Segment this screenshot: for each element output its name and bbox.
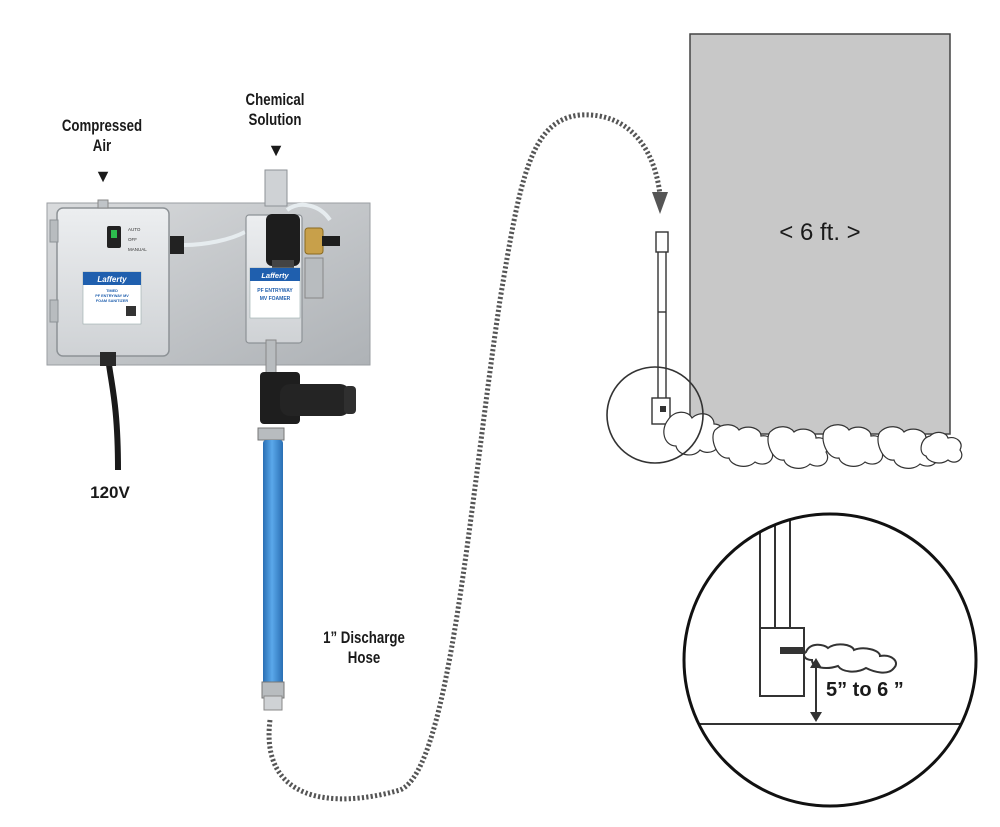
foam-clouds [663,411,963,469]
switch-label-off: OFF [128,237,137,242]
foamer-brand-logo: Lafferty [261,271,289,280]
compressed-air-line-1: Compressed [61,116,143,135]
regulator-icon [266,214,300,266]
voltage-label: 120V [90,483,130,502]
height-label: 5” to 6 ” [826,679,904,701]
zoom-nozzle [759,627,805,697]
discharge-hose [263,440,283,686]
chemical-solution-line-2: Solution [248,109,302,129]
timer-text-line-1: TIMED [106,289,118,293]
dotted-hose-path [266,112,663,802]
magnifier-circle [606,366,704,464]
foamer-text-line-1: PF ENTRYWAY [257,288,293,294]
brass-valve-icon [304,227,324,255]
compressed-air-arrow-icon: ▼ [94,166,112,186]
timer-text-line-2: PF ENTRYWAY MV [95,294,129,298]
chemical-solution-arrow-icon: ▼ [267,140,285,160]
timer-text-line-3: FOAM SANITIZER [96,299,129,303]
discharge-hose-line-2: Hose [347,647,381,667]
discharge-hose-line-1: 1” Discharge [323,628,405,647]
chemical-solution-label: Chemical Solution [228,90,322,129]
chemical-solution-line-1: Chemical [245,90,305,109]
foamer-text-line-2: MV FOAMER [260,296,291,302]
door-panel [689,33,951,435]
switch-label-manual: MANUAL [128,247,147,252]
chemical-inlet-pipe [264,169,288,207]
dotted-hose-arrowhead-icon [652,192,668,214]
switch-label-auto: AUTO [128,227,141,232]
compressed-air-label: Compressed Air [55,116,149,155]
power-cord [105,355,121,471]
compressed-air-line-2: Air [92,135,112,155]
applicator-wand [657,233,667,405]
zoom-detail: 5” to 6 ” [684,514,976,806]
door-width-label: < 6 ft. > [779,219,860,246]
timer-brand-logo: Lafferty [97,275,127,284]
discharge-hose-label: 1” Discharge Hose [302,628,427,667]
